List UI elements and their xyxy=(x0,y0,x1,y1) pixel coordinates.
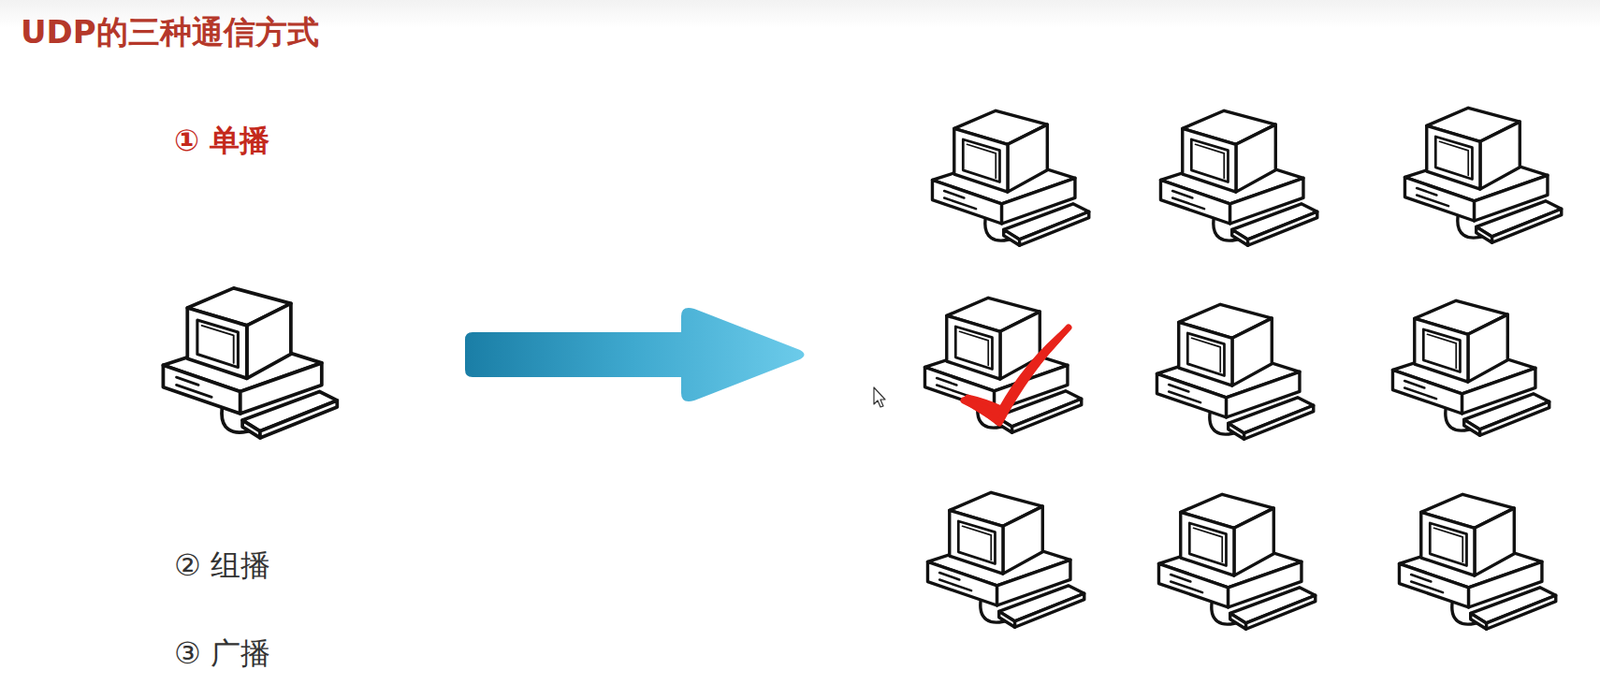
target-computer xyxy=(924,297,1081,433)
computer xyxy=(1404,107,1561,243)
computer xyxy=(1158,494,1315,629)
slide-title: UDP的三种通信方式 xyxy=(20,13,320,52)
mode-label: ② 组播 xyxy=(174,547,271,583)
computer xyxy=(1392,300,1549,436)
flow-arrow xyxy=(465,307,805,402)
computer xyxy=(927,492,1084,627)
check-mark xyxy=(963,327,1069,423)
sender-computer xyxy=(162,288,337,438)
computer xyxy=(931,110,1089,246)
mouse-cursor xyxy=(873,387,886,408)
computer xyxy=(1156,304,1313,439)
check-mark-stroke xyxy=(963,327,1069,423)
mode-label-active: ① 单播 xyxy=(174,122,270,159)
mode-label: ③ 广播 xyxy=(174,635,271,671)
computer xyxy=(1398,494,1556,629)
computer xyxy=(1160,110,1317,246)
